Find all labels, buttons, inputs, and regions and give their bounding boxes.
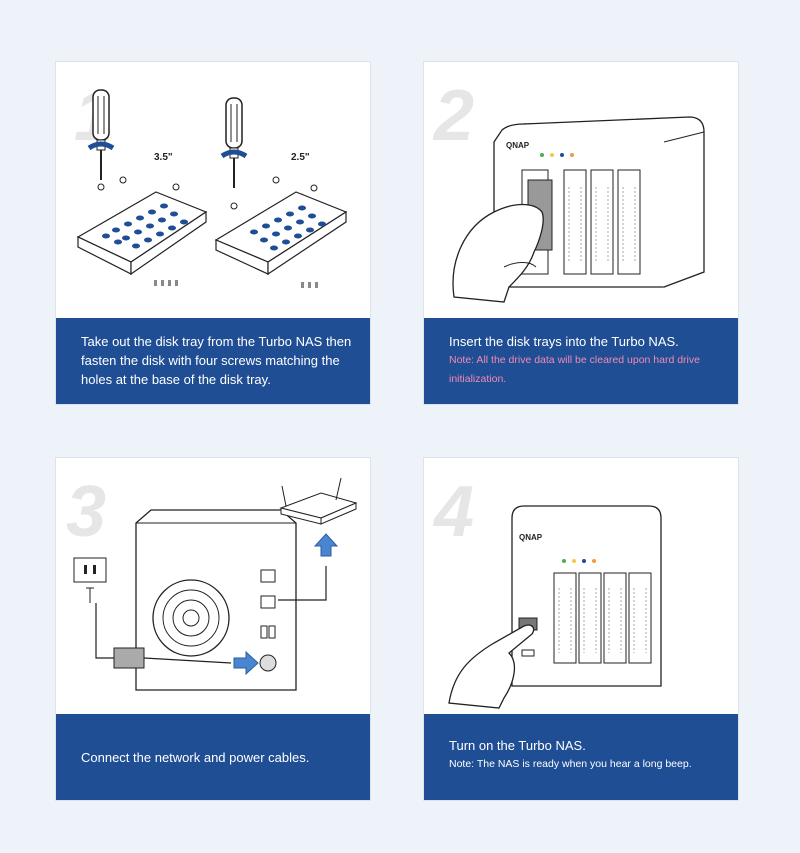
nas-rear-panel (135, 509, 297, 691)
step-text: Turn on the Turbo NAS. (449, 738, 586, 753)
disk-tray-3-5 (76, 191, 208, 276)
step-text: Insert the disk trays into the Turbo NAS… (449, 334, 679, 349)
step-card-3: 3 (55, 457, 371, 801)
step-card-2: 2 QNAP (423, 61, 739, 405)
brand-label: QNAP (506, 141, 530, 150)
brand-label: QNAP (519, 533, 543, 542)
arrow-up-icon (313, 533, 339, 557)
screwdriver-icon (87, 89, 115, 180)
spare-screws-icon (154, 280, 318, 288)
screwdriver-icon (220, 97, 248, 188)
size-label-3-5: 3.5" (154, 152, 173, 163)
step-1-illustration: 1 3.5" 2.5" (56, 62, 370, 320)
step-4-caption: Turn on the Turbo NAS. Note: The NAS is … (424, 714, 738, 800)
router-icon (279, 477, 358, 525)
step-note: Note: All the drive data will be cleared… (449, 354, 700, 385)
step-4-illustration: 4 QNAP (424, 458, 738, 716)
step-card-1: 1 3.5" 2.5" (55, 61, 371, 405)
nas-device: QNAP (511, 505, 662, 687)
step-text: Connect the network and power cables. (81, 749, 310, 765)
step-3-illustration: 3 (56, 458, 370, 716)
step-text: Take out the disk tray from the Turbo NA… (81, 334, 352, 387)
step-note: Note: The NAS is ready when you hear a l… (449, 758, 692, 770)
step-1-caption: Take out the disk tray from the Turbo NA… (56, 318, 370, 404)
step-number: 4 (432, 472, 474, 552)
step-number: 2 (432, 76, 474, 156)
step-2-illustration: 2 QNAP (424, 62, 738, 320)
step-2-caption: Insert the disk trays into the Turbo NAS… (424, 318, 738, 404)
step-card-4: 4 QNAP (423, 457, 739, 801)
step-3-caption: Connect the network and power cables. (56, 714, 370, 800)
step-number: 3 (66, 472, 106, 552)
arrow-right-icon (233, 650, 259, 676)
hand-icon (448, 624, 535, 709)
hand-icon (452, 203, 544, 303)
size-label-2-5: 2.5" (291, 152, 310, 163)
power-adapter (113, 647, 145, 669)
power-outlet-icon (73, 557, 107, 603)
disk-tray-2-5 (214, 191, 348, 276)
